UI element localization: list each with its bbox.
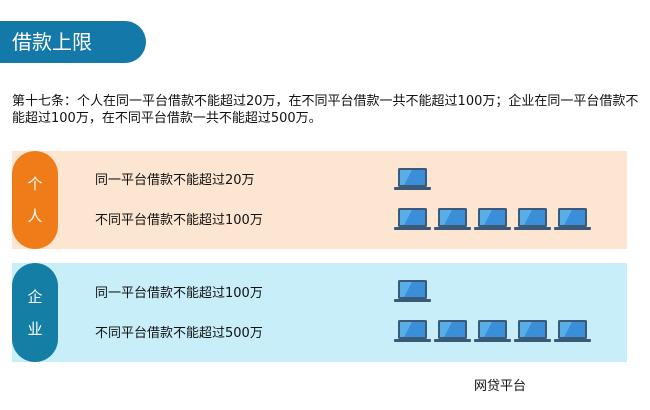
laptop-icon (554, 319, 591, 344)
laptop-icon (554, 207, 591, 232)
platform-icons (394, 319, 594, 344)
enterprise-multi-platform-text: 不同平台借款不能超过500万 (95, 326, 263, 341)
label-char: 个 (27, 175, 43, 193)
platform-icons (394, 207, 594, 232)
individual-panel: 个 人 同一平台借款不能超过20万 不同平台借款不能超过100万 (12, 151, 627, 249)
individual-same-platform-text: 同一平台借款不能超过20万 (95, 173, 255, 188)
laptop-icon (394, 279, 431, 304)
laptop-icon (394, 167, 431, 192)
laptop-icon (514, 319, 551, 344)
individual-label: 个 人 (12, 151, 58, 249)
enterprise-label: 企 业 (12, 263, 58, 362)
laptop-icon (394, 319, 431, 344)
platform-icons (394, 279, 434, 304)
individual-multi-platform-text: 不同平台借款不能超过100万 (95, 213, 263, 228)
regulation-text: 第十七条：个人在同一平台借款不能超过20万，在不同平台借款一共不能超过100万；… (12, 94, 639, 126)
enterprise-same-platform-text: 同一平台借款不能超过100万 (95, 286, 263, 301)
laptop-icon (474, 207, 511, 232)
laptop-icon (514, 207, 551, 232)
laptop-icon (434, 319, 471, 344)
laptop-icon (434, 207, 471, 232)
legend-label: 网贷平台 (474, 379, 527, 394)
page-title: 借款上限 (0, 21, 146, 63)
laptop-icon (474, 319, 511, 344)
enterprise-panel: 企 业 同一平台借款不能超过100万 不同平台借款不能超过500万 (12, 263, 627, 362)
laptop-icon (394, 207, 431, 232)
platform-icons (394, 167, 434, 192)
label-char: 业 (27, 319, 43, 338)
label-char: 企 (27, 287, 43, 306)
label-char: 人 (27, 207, 43, 225)
